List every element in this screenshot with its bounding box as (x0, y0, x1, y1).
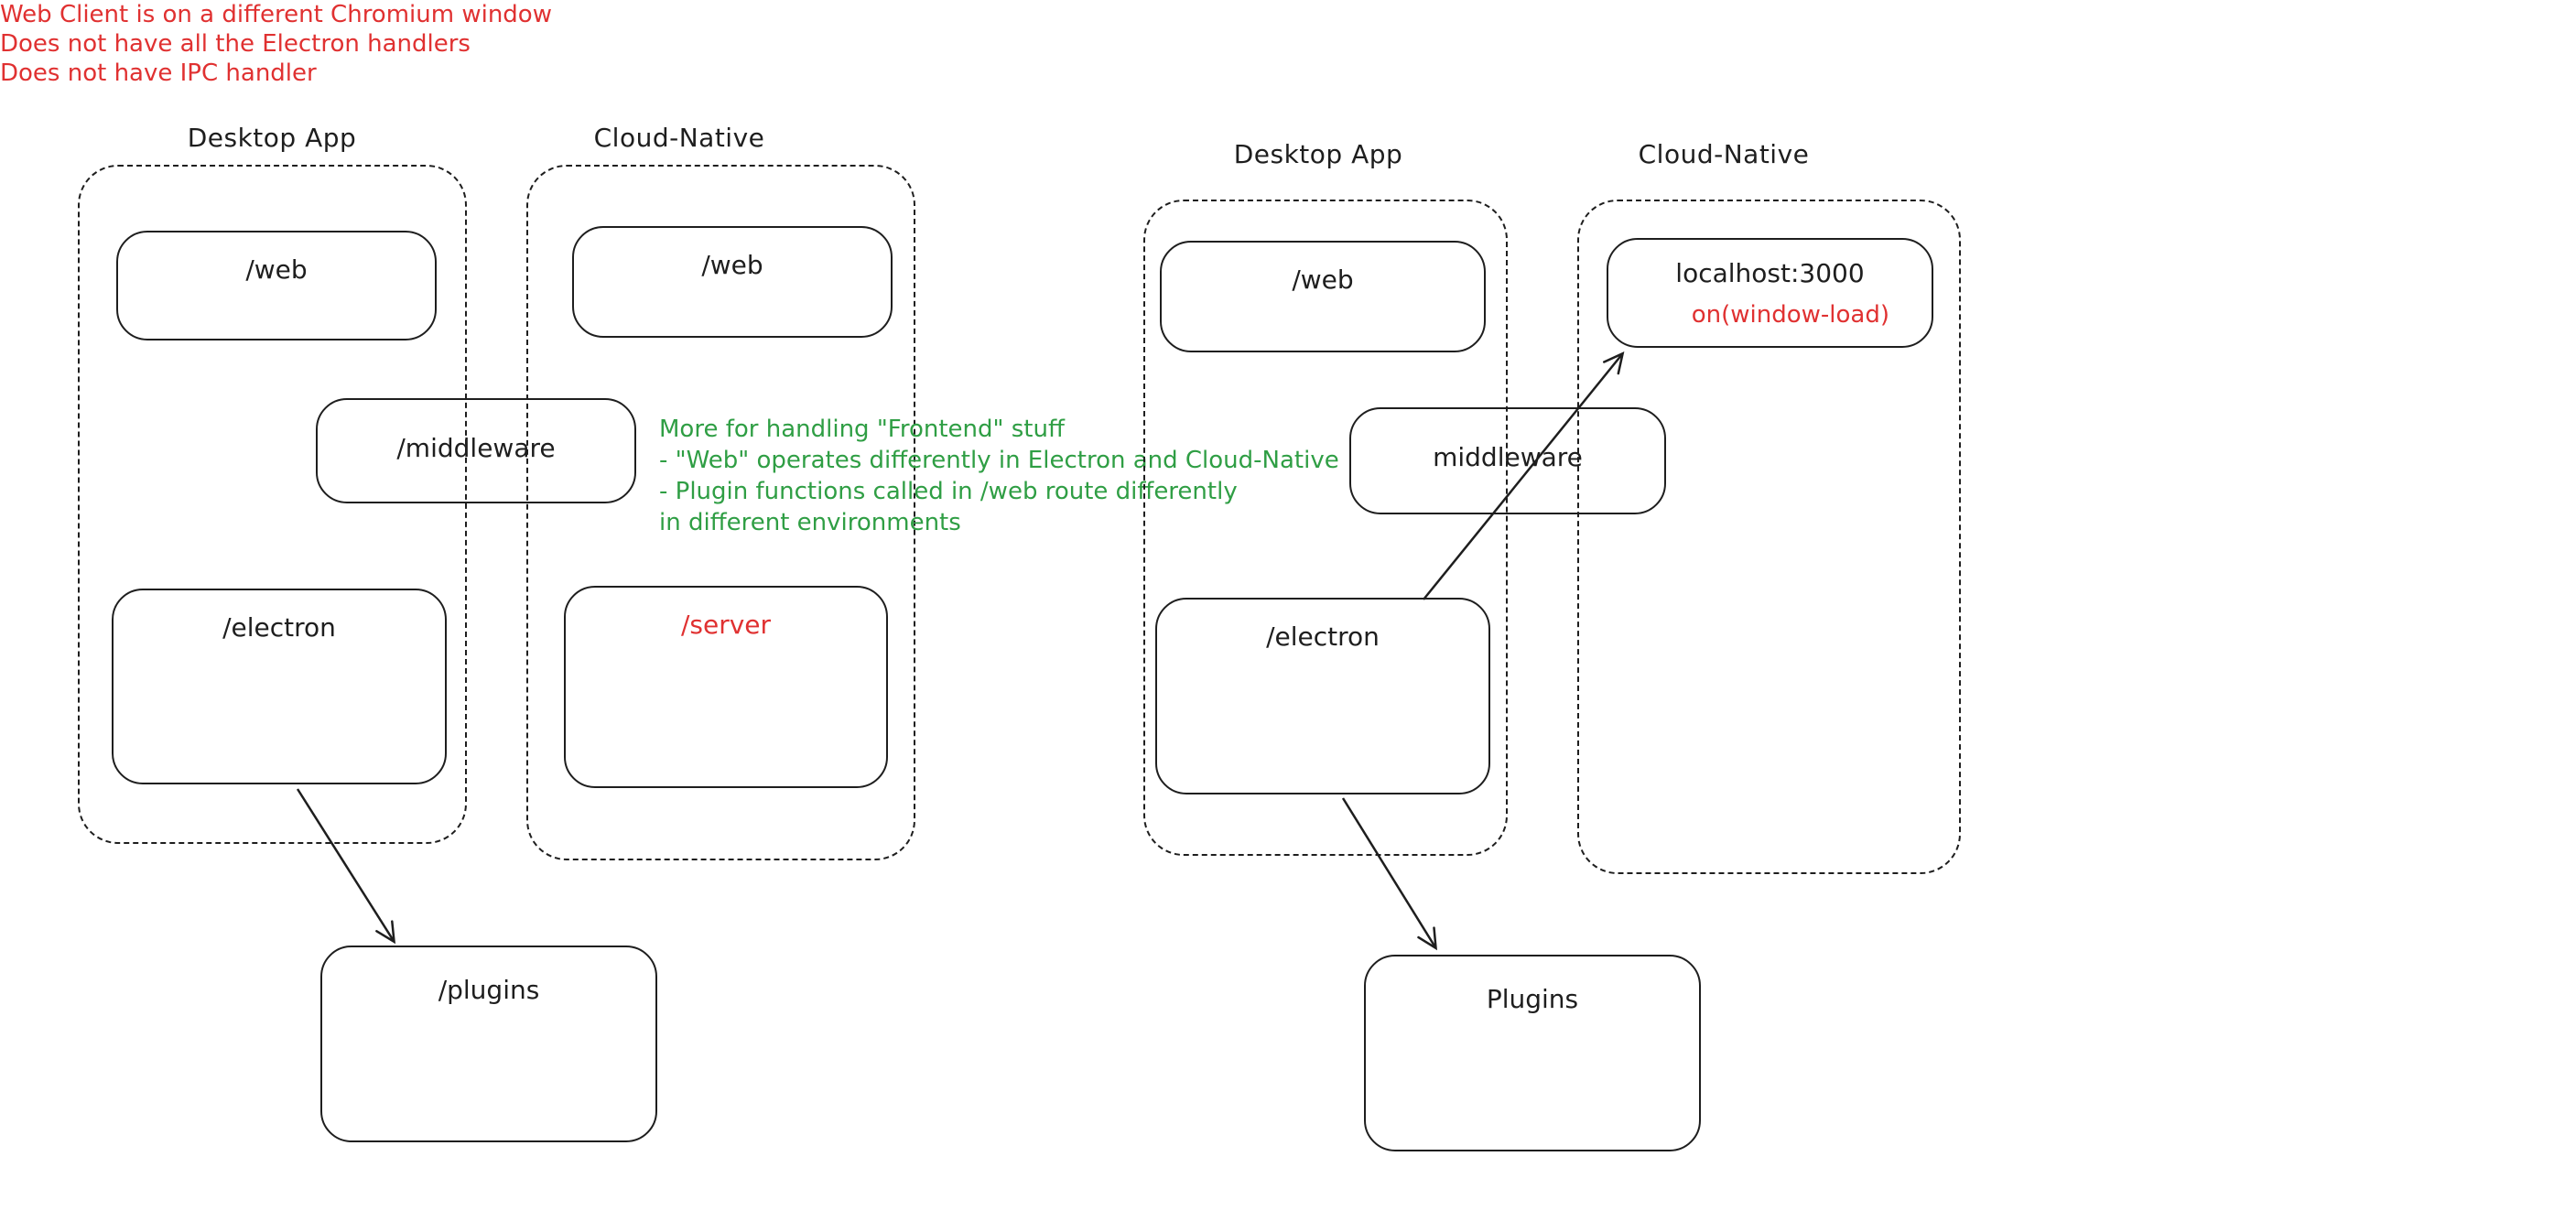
right-plugins-box[interactable]: Plugins (1364, 955, 1701, 1151)
left-green-annotation-line-1: More for handling "Frontend" stuff (659, 416, 1065, 443)
left-cloud-web-box[interactable]: /web (572, 226, 893, 338)
left-green-annotation-line-4: in different environments (659, 509, 961, 536)
right-red-annotation-line-2: Does not have all the Electron handlers (0, 30, 471, 58)
left-server-box-label: /server (680, 610, 772, 640)
right-middleware-box[interactable]: middleware (1349, 407, 1666, 514)
left-cloud-native-label[interactable]: Cloud-Native (593, 123, 765, 153)
right-electron-box-label: /electron (1266, 621, 1380, 652)
left-plugins-box-label: /plugins (438, 975, 540, 1005)
left-cloud-native-container[interactable] (526, 165, 915, 860)
left-electron-box-label: /electron (222, 612, 336, 643)
right-cloud-native-label[interactable]: Cloud-Native (1638, 139, 1810, 169)
left-green-annotation-line-2: - "Web" operates differently in Electron… (659, 447, 1339, 474)
right-electron-box[interactable]: /electron (1155, 598, 1490, 794)
left-green-annotation-line-3: - Plugin functions called in /web route … (659, 478, 1238, 505)
left-middleware-box-label: /middleware (396, 433, 556, 463)
right-desktop-app-label[interactable]: Desktop App (1233, 139, 1403, 169)
right-web-box-label: /web (1292, 265, 1354, 295)
left-middleware-box[interactable]: /middleware (316, 398, 636, 503)
left-server-box[interactable]: /server (564, 586, 888, 788)
right-localhost-3000-label: localhost:3000 (1675, 258, 1865, 288)
left-desktop-app-label[interactable]: Desktop App (187, 123, 357, 153)
left-electron-box[interactable]: /electron (112, 589, 447, 784)
left-desktop-app-container[interactable] (78, 165, 467, 844)
right-on-window-load-label: on(window-load) (1691, 301, 1889, 329)
left-green-annotation[interactable]: More for handling "Frontend" stuff - "We… (659, 414, 1339, 538)
right-web-box[interactable]: /web (1160, 241, 1486, 352)
left-cloud-web-box-label: /web (701, 250, 763, 280)
left-plugins-box[interactable]: /plugins (320, 946, 657, 1142)
right-red-annotation-line-3: Does not have IPC handler (0, 59, 317, 87)
right-red-annotation[interactable]: Web Client is on a different Chromium wi… (0, 0, 552, 88)
left-web-box-label: /web (245, 254, 308, 285)
right-plugins-box-label: Plugins (1486, 984, 1579, 1014)
right-localhost-3000-box[interactable]: localhost:3000 on(window-load) (1607, 238, 1933, 348)
right-middleware-box-label: middleware (1433, 442, 1583, 472)
left-web-box[interactable]: /web (116, 231, 437, 340)
right-red-annotation-line-1: Web Client is on a different Chromium wi… (0, 1, 552, 28)
